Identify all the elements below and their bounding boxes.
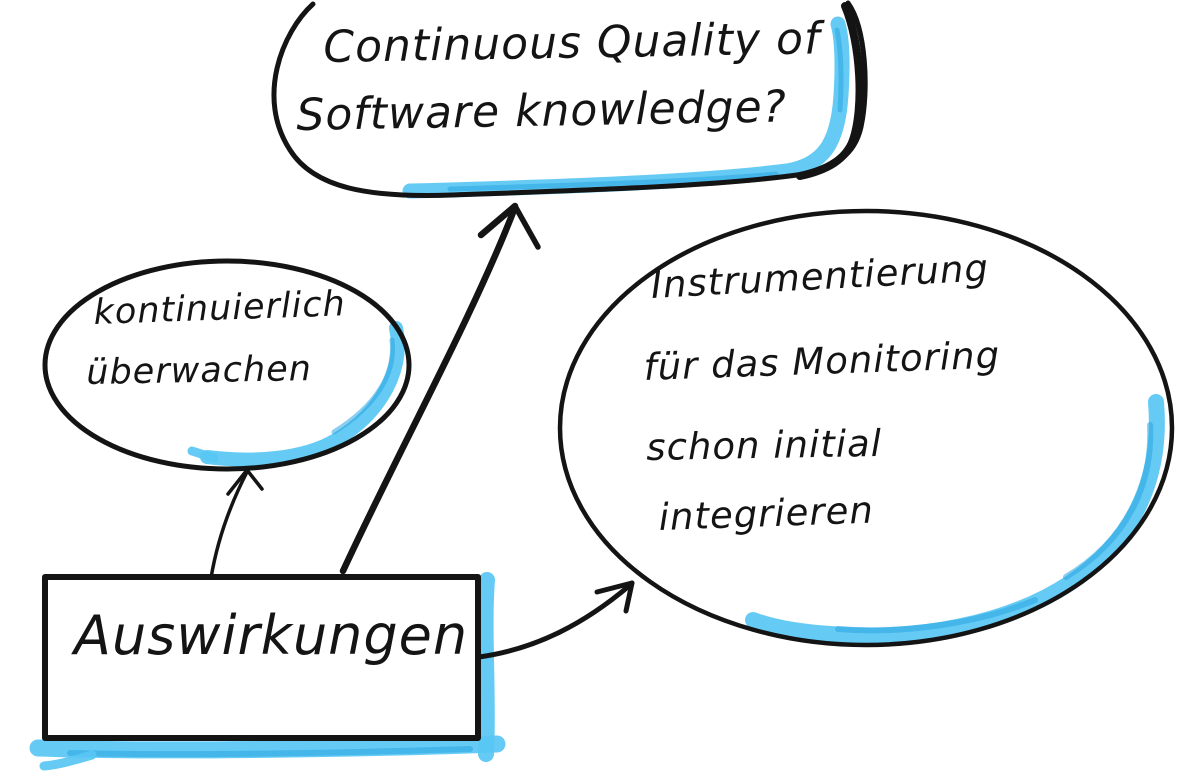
monitor-ellipse-highlight <box>187 321 405 467</box>
monitor-ellipse-label-line2: überwachen <box>85 349 313 393</box>
question-bubble-label-line1: Continuous Quality of <box>322 13 821 73</box>
instrumentation-ellipse-outline <box>557 208 1175 648</box>
question-bubble-label-line2: Software knowledge? <box>295 81 788 141</box>
impact-box-highlight <box>29 572 506 771</box>
instrumentation-ellipse-highlight <box>745 394 1165 644</box>
arrow-impact-to-monitor <box>209 468 264 580</box>
instrumentation-ellipse-label-line3: schon initial <box>645 421 883 469</box>
instrumentation-ellipse-label-line4: integrieren <box>657 488 875 539</box>
impact-box-label: Auswirkungen <box>74 604 469 667</box>
question-bubble-outline <box>271 0 868 198</box>
arrow-impact-to-question <box>339 202 541 575</box>
arrow-impact-to-instrumentation <box>476 580 635 660</box>
monitor-ellipse-outline <box>42 258 412 472</box>
monitor-ellipse-label-line1: kontinuierlich <box>92 284 347 333</box>
question-bubble-highlight <box>402 16 850 199</box>
